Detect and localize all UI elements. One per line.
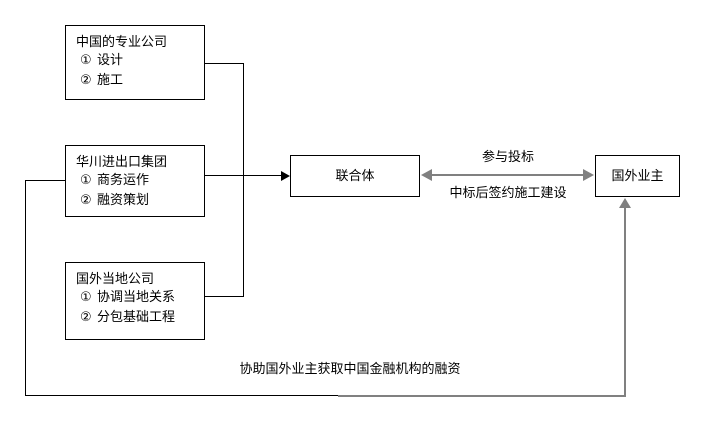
- edge-label-participate-bidding: 参与投标: [481, 150, 534, 165]
- list-text-1: 商务运作: [97, 173, 150, 188]
- list-number-1: ①: [80, 290, 92, 305]
- node-item: ① 协调当地关系: [76, 288, 204, 308]
- list-text-2: 施工: [97, 73, 124, 88]
- node-huachuan-import-export-group[interactable]: 华川进出口集团 ① 商务运作 ② 融资策划: [65, 145, 205, 217]
- connector-trunk-to-consortium: [243, 175, 283, 176]
- node-item: ② 分包基础工程: [76, 308, 204, 328]
- list-text-1: 设计: [97, 53, 124, 68]
- node-title: 国外业主: [611, 168, 664, 184]
- edge-label-financing-assistance: 协助国外业主获取中国金融机构的融资: [239, 362, 461, 377]
- node-overseas-local-company[interactable]: 国外当地公司 ① 协调当地关系 ② 分包基础工程: [65, 262, 205, 340]
- list-text-2: 融资策划: [97, 193, 150, 208]
- connector-local-to-trunk-h: [205, 296, 244, 297]
- arrow-left-to-consortium-icon: [421, 169, 432, 181]
- arrow-right-into-consortium-icon: [281, 171, 290, 181]
- connector-professional-to-trunk-h: [205, 63, 244, 64]
- arrow-up-into-foreign-owner-icon: [619, 198, 631, 208]
- list-number-2: ②: [80, 193, 92, 208]
- list-number-1: ①: [80, 53, 92, 68]
- list-number-1: ①: [80, 173, 92, 188]
- node-title: 中国的专业公司: [76, 35, 168, 50]
- list-text-2: 分包基础工程: [97, 310, 176, 325]
- edge-consortium-owner-line: [432, 174, 584, 176]
- node-item: ② 施工: [76, 71, 204, 91]
- node-title: 华川进出口集团: [76, 155, 168, 170]
- connector-huachuan-to-trunk-h: [205, 175, 243, 176]
- node-consortium[interactable]: 联合体: [290, 155, 420, 197]
- list-number-2: ②: [80, 73, 92, 88]
- edge-label-sign-construction-contract: 中标后签约施工建设: [449, 186, 567, 201]
- arrow-right-to-foreign-owner-icon: [583, 169, 594, 181]
- node-title: 国外当地公司: [76, 272, 155, 287]
- financing-loop-left-v: [25, 180, 26, 396]
- financing-loop-top-h: [25, 180, 65, 181]
- financing-loop-right-v: [624, 208, 626, 396]
- node-foreign-owner[interactable]: 国外业主: [595, 155, 680, 197]
- financing-loop-bottom-h-left: [25, 395, 340, 396]
- list-number-2: ②: [80, 310, 92, 325]
- financing-loop-bottom-h-right: [338, 395, 626, 397]
- node-chinese-professional-company[interactable]: 中国的专业公司 ① 设计 ② 施工: [65, 25, 205, 100]
- list-text-1: 协调当地关系: [97, 290, 176, 305]
- node-item: ① 商务运作: [76, 171, 204, 191]
- node-item: ① 设计: [76, 51, 204, 71]
- node-title: 联合体: [335, 168, 375, 184]
- node-item: ② 融资策划: [76, 191, 204, 211]
- connector-trunk-vertical: [243, 63, 244, 297]
